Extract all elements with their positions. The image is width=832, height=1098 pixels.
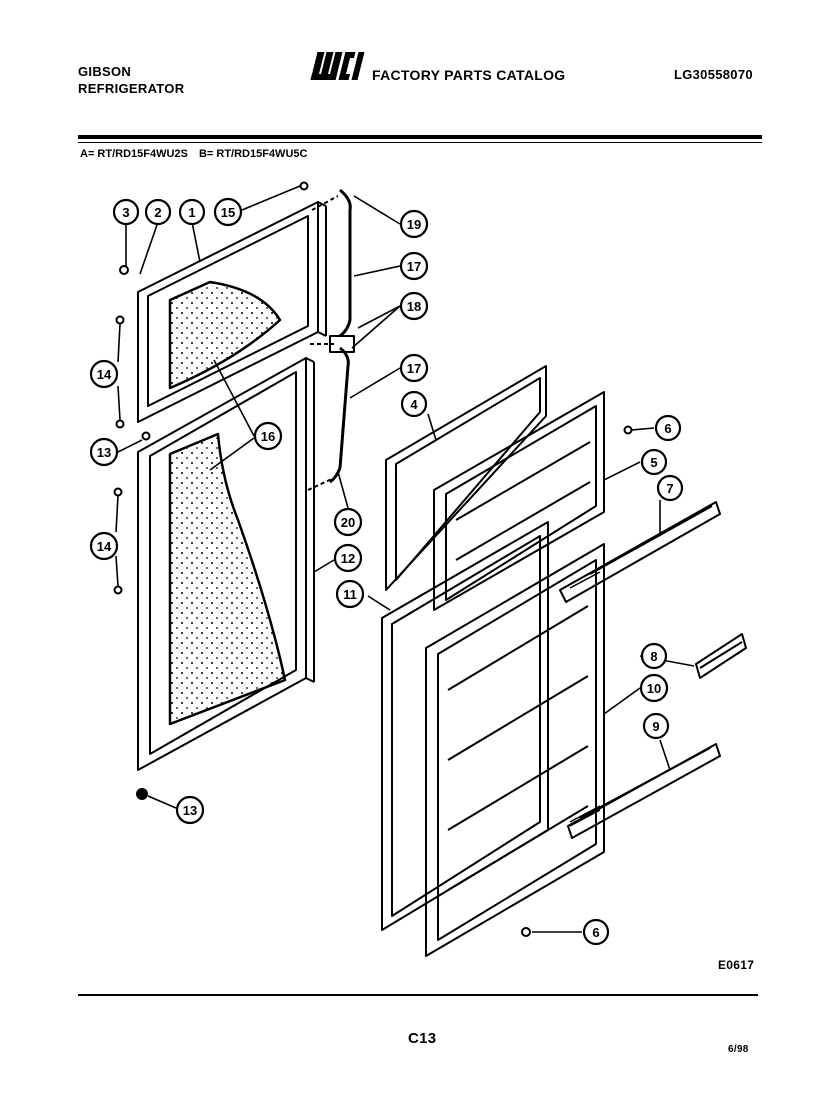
model-b: B= RT/RD15F4WU5C bbox=[198, 148, 308, 160]
svg-text:12: 12 bbox=[341, 551, 355, 566]
callouts: 3 2 1 15 19 17 18 17 14 4 6 13 16 5 7 20… bbox=[89, 197, 684, 946]
callout-13-lower: 13 bbox=[175, 795, 205, 825]
fresh-food-door-rack bbox=[567, 743, 721, 839]
catalog-title: FACTORY PARTS CATALOG bbox=[372, 67, 566, 83]
product-type: REFRIGERATOR bbox=[78, 81, 185, 96]
brand-name: GIBSON bbox=[78, 64, 132, 79]
callout-7: 7 bbox=[656, 474, 684, 502]
hinge-hardware bbox=[113, 181, 633, 937]
callout-19: 19 bbox=[399, 209, 429, 239]
document-number: LG30558070 bbox=[674, 67, 753, 82]
svg-text:4: 4 bbox=[410, 397, 418, 412]
upper-handle-trim bbox=[339, 188, 352, 338]
svg-text:9: 9 bbox=[652, 719, 659, 734]
callout-6-lower: 6 bbox=[582, 918, 610, 946]
svg-text:18: 18 bbox=[407, 299, 421, 314]
fresh-food-door-gasket bbox=[381, 521, 549, 931]
callout-15: 15 bbox=[213, 197, 243, 227]
callout-5: 5 bbox=[640, 448, 668, 476]
handle-bracket bbox=[329, 335, 355, 353]
model-list: A= RT/RD15F4WU2S B= RT/RD15F4WU5C bbox=[80, 148, 315, 160]
callout-18: 18 bbox=[399, 291, 429, 321]
rack-ends bbox=[569, 567, 601, 827]
svg-text:11: 11 bbox=[343, 587, 357, 602]
fresh-food-door-liner bbox=[168, 432, 287, 726]
callout-1: 1 bbox=[178, 198, 206, 226]
callout-11: 11 bbox=[335, 579, 365, 609]
callout-13-upper: 13 bbox=[89, 437, 119, 467]
callout-12: 12 bbox=[333, 543, 363, 573]
freezer-door-liner bbox=[168, 280, 282, 390]
svg-text:5: 5 bbox=[650, 455, 657, 470]
callout-14-upper: 14 bbox=[89, 359, 119, 389]
header-rule bbox=[78, 135, 762, 139]
svg-text:17: 17 bbox=[407, 259, 421, 274]
footer-rule bbox=[78, 994, 758, 996]
svg-text:15: 15 bbox=[221, 205, 235, 220]
svg-text:14: 14 bbox=[97, 539, 112, 554]
dairy-door-cover bbox=[695, 633, 747, 679]
freezer-door-rack bbox=[559, 501, 721, 603]
svg-text:20: 20 bbox=[341, 515, 355, 530]
svg-text:6: 6 bbox=[664, 421, 671, 436]
model-a: A= RT/RD15F4WU2S bbox=[80, 148, 188, 160]
svg-text:17: 17 bbox=[407, 361, 421, 376]
fresh-food-door-outer-panel bbox=[137, 357, 315, 771]
lower-handle-trim bbox=[329, 346, 350, 484]
callout-9: 9 bbox=[642, 712, 670, 740]
svg-text:8: 8 bbox=[650, 649, 657, 664]
svg-text:13: 13 bbox=[183, 803, 197, 818]
svg-text:19: 19 bbox=[407, 217, 421, 232]
figure-code: E0617 bbox=[718, 958, 755, 972]
svg-text:7: 7 bbox=[666, 481, 673, 496]
callout-16: 16 bbox=[253, 421, 283, 451]
callout-14-lower: 14 bbox=[89, 531, 119, 561]
revision-date: 6/98 bbox=[728, 1044, 749, 1055]
svg-text:14: 14 bbox=[97, 367, 112, 382]
callout-6-upper: 6 bbox=[654, 414, 682, 442]
callout-20: 20 bbox=[333, 507, 363, 537]
callout-17-upper: 17 bbox=[399, 251, 429, 281]
callout-3: 3 bbox=[112, 198, 140, 226]
svg-text:13: 13 bbox=[97, 445, 111, 460]
svg-text:1: 1 bbox=[188, 205, 195, 220]
wci-logo bbox=[310, 52, 365, 80]
freezer-door-gasket bbox=[385, 365, 547, 591]
svg-text:3: 3 bbox=[122, 205, 129, 220]
callout-4: 4 bbox=[400, 390, 428, 418]
callout-2: 2 bbox=[144, 198, 172, 226]
svg-text:10: 10 bbox=[647, 681, 661, 696]
fresh-food-inner-liner bbox=[425, 543, 605, 957]
svg-text:16: 16 bbox=[261, 429, 275, 444]
callout-10: 10 bbox=[639, 673, 669, 703]
page-number: C13 bbox=[408, 1030, 437, 1047]
callout-8: 8 bbox=[640, 642, 668, 670]
header-rule-thin bbox=[78, 142, 762, 143]
callout-17-lower: 17 bbox=[399, 353, 429, 383]
freezer-inner-liner bbox=[433, 391, 605, 611]
svg-text:2: 2 bbox=[154, 205, 161, 220]
leader-lines bbox=[115, 185, 695, 933]
svg-text:6: 6 bbox=[592, 925, 599, 940]
freezer-door-outer-panel bbox=[137, 201, 327, 423]
